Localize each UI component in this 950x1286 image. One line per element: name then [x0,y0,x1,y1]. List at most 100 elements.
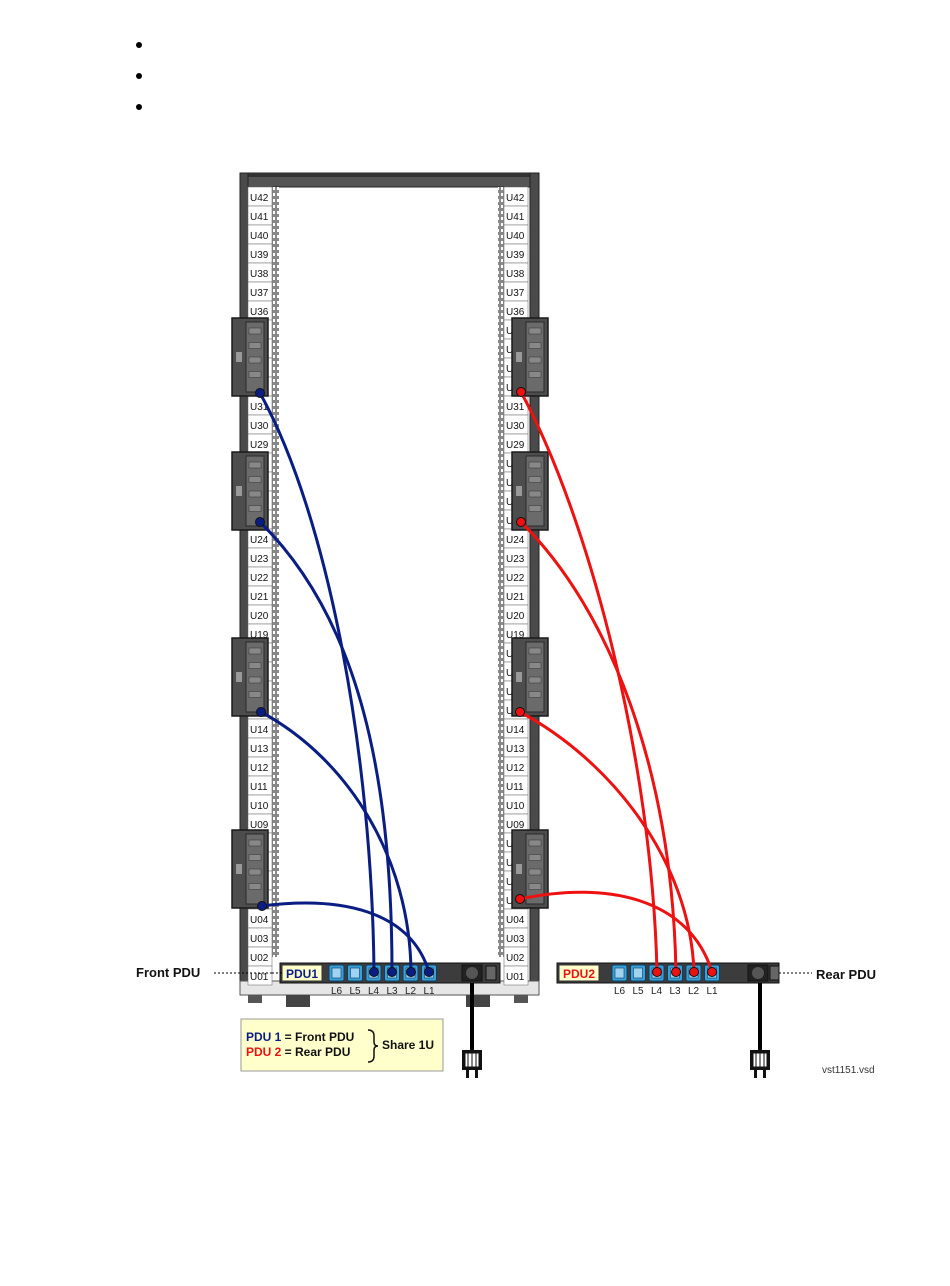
power-strip-device [231,637,269,717]
unit-label: U21 [506,592,525,603]
outlet-label: L1 [423,986,435,997]
rear-pdu-label-box [558,964,600,982]
rear-cable-l1 [519,890,714,973]
unit-label: U01 [506,972,525,983]
outlet-label: L3 [386,986,398,997]
unit-label: U03 [250,934,269,945]
unit-label: U29 [506,440,525,451]
unit-label: U42 [506,193,525,204]
power-strip-device [511,317,549,397]
unit-label: U13 [506,744,525,755]
unit-label: U38 [506,269,525,280]
rear-cable-l4 [519,391,659,973]
unit-label: U01 [250,972,269,983]
unit-label: U23 [506,554,525,565]
outlet-label: L2 [405,986,417,997]
outlet-label: L4 [368,986,380,997]
unit-label: U31 [250,402,269,413]
cable-connector-icon [255,517,265,527]
unit-label: U12 [250,763,269,774]
unit-label: U13 [250,744,269,755]
outlet-l6: L6 [611,964,628,997]
unit-label: U22 [250,573,269,584]
unit-label: U04 [250,915,269,926]
unit-label: U10 [506,801,525,812]
cable-connector-icon [257,901,267,911]
cable-connector-icon [707,967,717,977]
unit-label: U41 [250,212,269,223]
cable-connector-icon [689,967,699,977]
outlet-label: L6 [331,986,343,997]
rear-pdu-label: PDU2 [563,967,595,981]
unit-label: U37 [506,288,525,299]
unit-label: U24 [506,535,525,546]
unit-label: U37 [250,288,269,299]
unit-label: U04 [506,915,525,926]
legend-box: PDU 1 = Front PDU PDU 2 = Rear PDU Share… [240,1018,444,1072]
cable-connector-icon [387,967,397,977]
unit-label: U36 [250,307,269,318]
figure-id: vst1151.vsd [822,1065,875,1076]
unit-label: U19 [250,630,269,641]
front-pdu-callout: Front PDU [136,965,200,980]
unit-label: U30 [250,421,269,432]
power-plug-icon [750,1050,770,1078]
unit-label: U41 [506,212,525,223]
cable-connector-icon [515,707,525,717]
rear-pdu-callout: Rear PDU [816,967,876,982]
outlet-l6: L6 [328,964,345,997]
unit-label: U09 [506,820,525,831]
outlet-label: L5 [632,986,644,997]
unit-label: U22 [506,573,525,584]
legend-line-1: PDU 1 = Front PDU [246,1030,354,1044]
cable-connector-icon [424,967,434,977]
cable-connector-icon [652,967,662,977]
cable-connector-icon [255,388,265,398]
unit-label: U02 [250,953,269,964]
power-inlet-icon [752,967,764,979]
power-strip-device [231,317,269,397]
cable-connector-icon [671,967,681,977]
unit-label: U24 [250,535,269,546]
unit-label: U42 [250,193,269,204]
cable-connector-icon [516,517,526,527]
unit-label: U14 [506,725,525,736]
unit-label: U40 [506,231,525,242]
power-strip-device [511,451,549,531]
unit-label: U11 [250,782,268,793]
unit-label: U20 [506,611,525,622]
unit-label: U14 [250,725,269,736]
brace-icon [367,1029,379,1063]
unit-label: U30 [506,421,525,432]
mounted-devices [231,317,549,909]
unit-label: U03 [506,934,525,945]
unit-label: U12 [506,763,525,774]
cable-connector-icon [256,707,266,717]
unit-label: U39 [506,250,525,261]
unit-label: U19 [506,630,525,641]
cable-connector-icon [515,894,525,904]
unit-label: U36 [506,307,525,318]
unit-label: U20 [250,611,269,622]
power-cables [255,387,717,977]
unit-label: U21 [250,592,269,603]
unit-label: U11 [506,782,524,793]
unit-label: U09 [250,820,269,831]
front-cable-l1 [261,901,431,973]
front-cable-l3 [258,520,394,973]
unit-label: U23 [250,554,269,565]
power-strip-device [231,829,269,909]
outlet-label: L3 [669,986,681,997]
outlet-l5: L5 [347,964,363,997]
outlet-label: L6 [614,986,626,997]
outlet-l5: L5 [630,964,646,997]
unit-label: U29 [250,440,269,451]
power-strip-device [511,637,549,717]
front-cable-l2 [260,710,413,973]
unit-label: U40 [250,231,269,242]
unit-label: U10 [250,801,269,812]
outlet-label: L5 [349,986,361,997]
outlet-label: L1 [706,986,718,997]
